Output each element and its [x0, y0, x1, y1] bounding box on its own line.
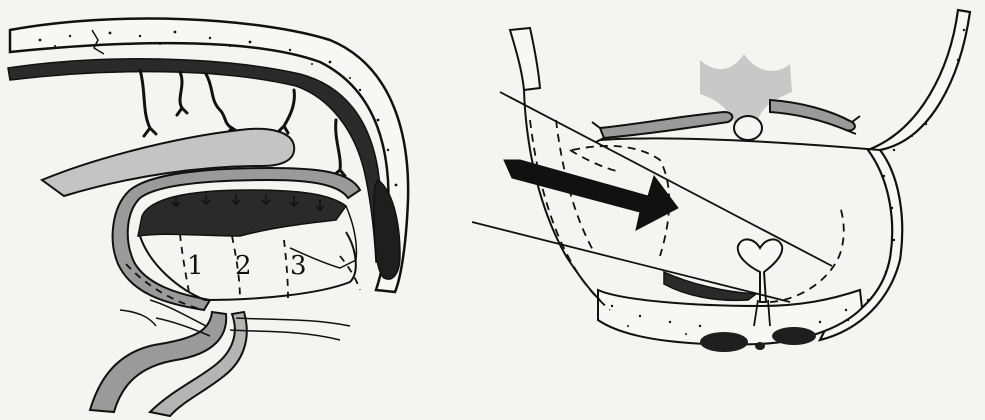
left-gray-vessel — [600, 112, 732, 138]
right-skull-wall — [820, 10, 970, 340]
skull-base-curve — [600, 138, 880, 150]
region-label-2: 2 — [235, 251, 252, 281]
left-panel-sagittal-view: 1 2 3 — [8, 19, 408, 416]
corridor-line-lower — [472, 222, 790, 302]
region-label-1: 1 — [187, 251, 204, 281]
dark-target-region — [664, 272, 756, 300]
right-gray-vessel — [770, 100, 855, 130]
dark-crescent — [138, 190, 346, 236]
central-ring — [734, 116, 762, 140]
approach-arrow — [504, 160, 678, 230]
region-label-3: 3 — [290, 251, 307, 281]
brainstem-gray-curve — [90, 312, 226, 412]
dark-blob-base-left — [700, 332, 748, 352]
dark-blob-base-right — [772, 327, 816, 345]
right-panel-axial-view — [472, 10, 970, 352]
lower-gray-curve — [150, 312, 247, 416]
gray-loop-band — [113, 168, 360, 310]
small-dark-dot — [755, 342, 765, 350]
left-skull-wall — [510, 28, 540, 90]
